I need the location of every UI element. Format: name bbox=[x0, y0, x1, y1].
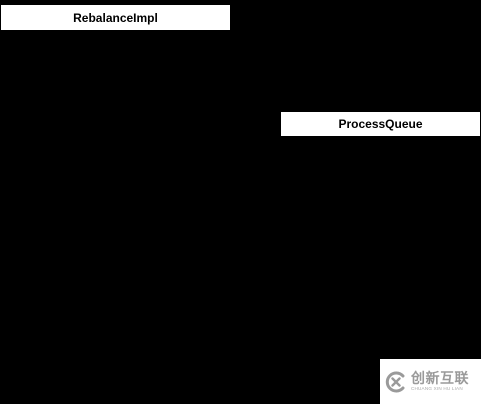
watermark-text: 创新互联 CHUANG XIN HU LIAN bbox=[411, 371, 469, 392]
class-label-processqueue: ProcessQueue bbox=[338, 117, 423, 131]
watermark-text-en: CHUANG XIN HU LIAN bbox=[411, 386, 463, 392]
class-box-rebalanceimpl: RebalanceImpl bbox=[0, 4, 231, 31]
logo-icon bbox=[385, 371, 405, 392]
class-label-rebalanceimpl: RebalanceImpl bbox=[73, 10, 158, 25]
class-box-processqueue: ProcessQueue bbox=[280, 111, 481, 137]
watermark-logo: 创新互联 CHUANG XIN HU LIAN bbox=[380, 359, 481, 404]
watermark-text-cn: 创新互联 bbox=[411, 370, 469, 387]
